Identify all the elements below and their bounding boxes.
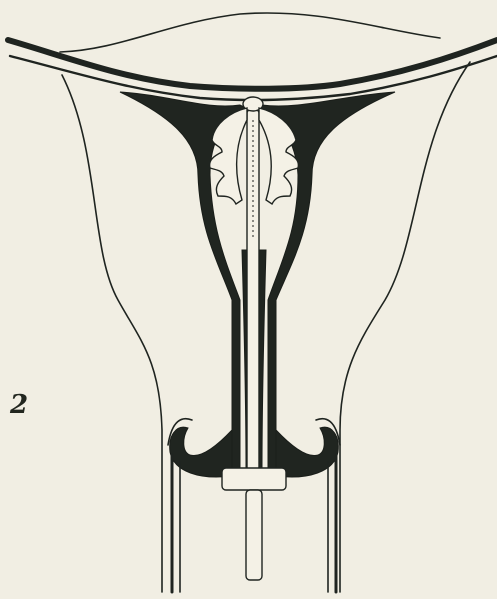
inserter-collar <box>222 468 286 490</box>
fundus-band-outer <box>8 40 497 89</box>
iud-stem <box>247 110 259 470</box>
uterus-outline-right <box>340 62 470 592</box>
figure-number-label: 2 <box>10 390 28 420</box>
uterus-outline-left <box>62 75 162 592</box>
fundus-outline <box>60 13 440 52</box>
inserter-tube <box>246 490 262 580</box>
